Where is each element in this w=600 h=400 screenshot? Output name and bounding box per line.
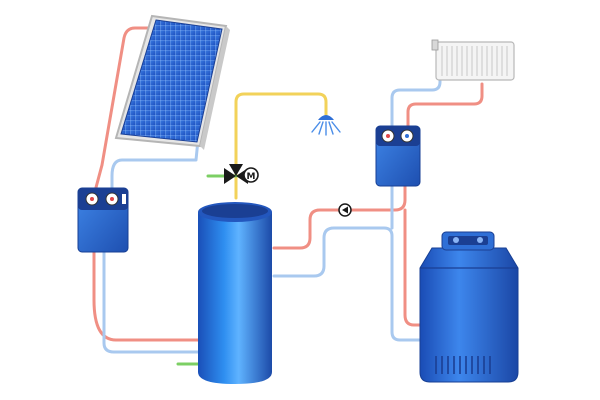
shower-head [311,115,341,136]
solar-collector [114,14,230,150]
domestic-hot-pipe [234,92,328,200]
pipe-network [92,26,484,366]
valve-motor-marking: M [247,172,256,182]
radiator-return-pipe [390,72,442,130]
heating-pump-station [375,125,421,187]
solar-hot-pipe [92,26,202,342]
radiator-valve-icon [431,39,439,51]
radiator-hot-pipe [406,82,484,130]
radiator [431,39,515,81]
mixing-valve: M [224,164,259,184]
boiler [419,231,519,383]
solar-return-pipe [102,138,202,354]
boiler-return-pipe [272,226,422,342]
storage-tank [198,202,272,384]
boiler-vent-grille [435,356,491,374]
valve-motor-icon [243,167,259,183]
circulation-pump [338,203,352,217]
solar-pump-station [77,187,129,253]
boiler-hot-pipe [272,184,422,327]
valve-body-icon [224,168,236,184]
shower-icon [318,115,334,120]
boiler-control-knob-icon [453,237,459,243]
